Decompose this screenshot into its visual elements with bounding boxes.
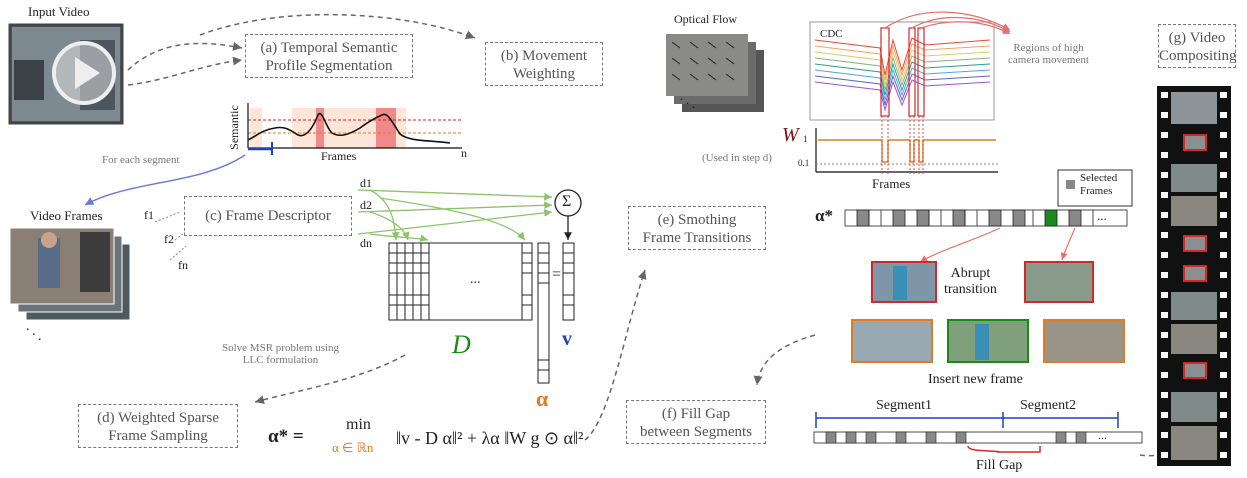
svg-text:.: . [32, 324, 36, 339]
formula-lhs: α* = [268, 426, 304, 447]
film-strip [1157, 86, 1231, 466]
optical-flow-label: Optical Flow [674, 12, 737, 26]
cdc-chart [809, 21, 995, 121]
vector-v-label: v [562, 328, 572, 350]
formula-body: ‖v - D α‖² + λα ‖W g ⊙ α‖² [396, 428, 584, 448]
v-vector [562, 242, 575, 321]
alpha-star-label: α* [815, 206, 833, 225]
svg-text:.: . [692, 97, 695, 111]
input-video-label: Input Video [28, 4, 90, 19]
d1-label: d1 [360, 176, 372, 190]
box-b-movement-weighting: (b) Movement Weighting [485, 42, 603, 86]
cdc-label: CDC [820, 28, 843, 40]
box-e-smoothing-transitions: (e) Smothing Frame Transitions [628, 206, 766, 250]
box-a-temporal-semantic: (a) Temporal Semantic Profile Segmentati… [245, 34, 413, 78]
box-d-weighted-sparse: (d) Weighted Sparse Frame Sampling [78, 404, 238, 448]
video-frames-stack: . . . [9, 227, 131, 344]
box-c-frame-descriptor: (c) Frame Descriptor [184, 196, 352, 236]
regions-arrows [884, 11, 1011, 35]
box-g-video-compositing: (g) Video Compositing [1158, 24, 1237, 68]
svg-text:.: . [26, 319, 30, 334]
descriptor-arrows [357, 189, 553, 242]
insert-new-frame-label: Insert new frame [928, 372, 1023, 387]
w-weight-chart [815, 116, 998, 175]
selected-frames-label: Selected Frames [1080, 172, 1118, 197]
matrix-dots: ... [470, 272, 481, 287]
formula-subscript: α ∈ ℝn [332, 440, 374, 455]
w-symbol: W [782, 124, 799, 146]
svg-text:.: . [680, 89, 683, 103]
for-each-segment-label: For each segment [102, 154, 180, 166]
regions-label: Regions of high camera movement [1008, 42, 1089, 66]
semantic-axis-label: Semantic [226, 105, 241, 150]
insert-frames-row [851, 319, 1125, 363]
svg-text:.: . [686, 93, 689, 107]
for-each-segment-arrow [84, 154, 246, 206]
alpha-star-dots: ... [1097, 208, 1107, 223]
semantic-profile-chart [247, 103, 462, 155]
solve-msr-label: Solve MSR problem using LLC formulation [222, 342, 340, 366]
alpha-star-sequence [844, 209, 1128, 227]
abrupt-transition-frames [871, 261, 1094, 303]
formula-min: min [346, 416, 371, 433]
frames-axis-label-semantic: Frames [321, 149, 357, 163]
selected-frames-legend [1057, 169, 1133, 207]
f1-label: f1 [144, 208, 154, 222]
frames-axis-label-w: Frames [872, 176, 911, 191]
segment2-label: Segment2 [1020, 398, 1076, 413]
w-tick-1: 1 [803, 134, 808, 144]
optical-flow-stack: . . . [666, 34, 764, 112]
used-in-step-label: (Used in step d) [702, 152, 772, 164]
segments-bar [813, 412, 1143, 453]
alpha-vector [537, 242, 550, 384]
n-axis-label: n [461, 146, 467, 160]
equals-sign: = [552, 266, 562, 283]
segments-dots: ... [1098, 428, 1107, 442]
fn-label: fn [178, 258, 188, 272]
box-f-fill-gap: (f) Fill Gap between Segments [626, 400, 766, 444]
matrix-d-label: D [452, 330, 471, 359]
fill-gap-label: Fill Gap [976, 458, 1023, 473]
f2-label: f2 [164, 232, 174, 246]
input-video-thumbnail [8, 23, 124, 125]
video-frames-label: Video Frames [30, 208, 103, 223]
transition-arrows [919, 227, 1076, 263]
svg-text:.: . [38, 329, 42, 344]
matrix-d [388, 242, 533, 321]
dn-label: dn [360, 236, 372, 250]
frame-pointer-lines [154, 211, 187, 261]
vector-alpha-label: α [536, 386, 549, 411]
sigma-symbol: Σ [562, 193, 572, 210]
d2-label: d2 [360, 198, 372, 212]
w-tick-01: 0.1 [798, 158, 810, 168]
segment1-label: Segment1 [876, 398, 932, 413]
abrupt-transition-label: Abrupt transition [944, 266, 997, 297]
